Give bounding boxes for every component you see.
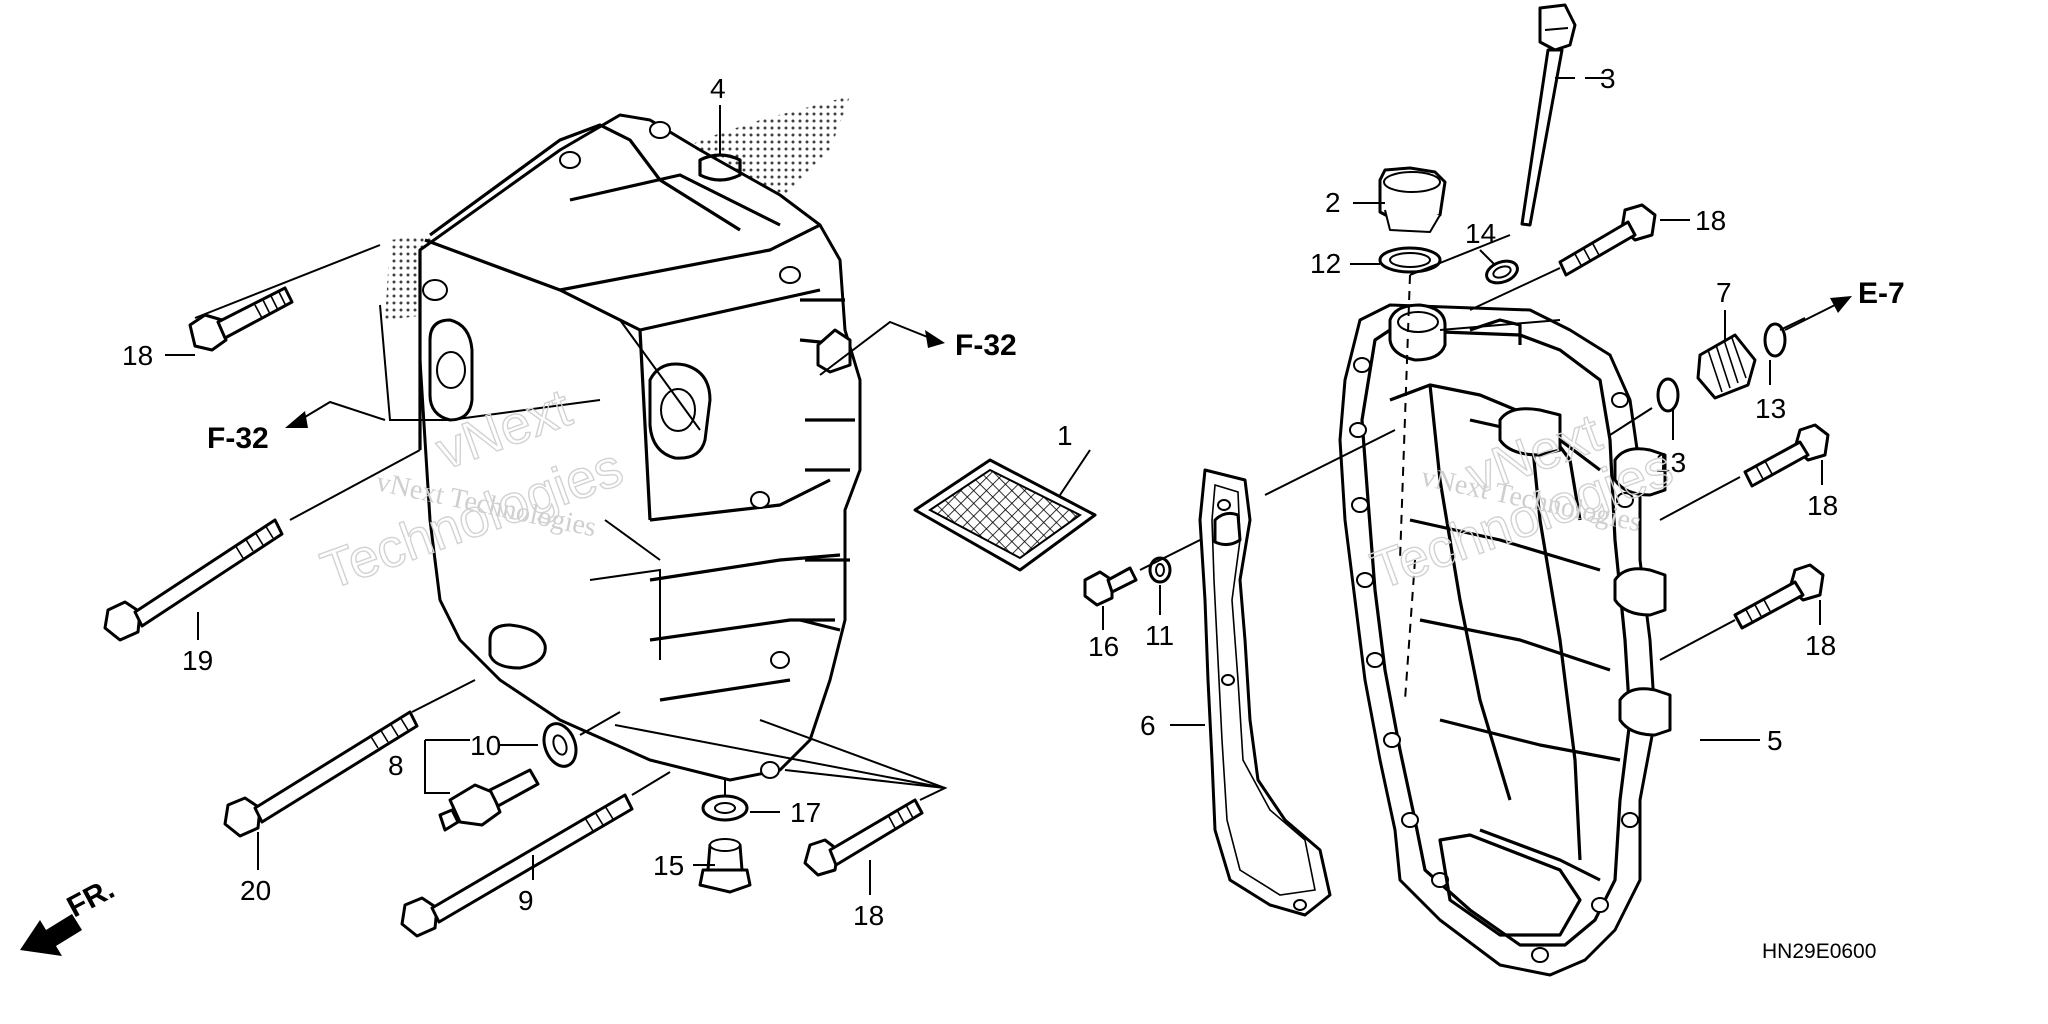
oil-case (1338, 303, 1672, 977)
collar (1213, 511, 1242, 547)
callout-13-right: 13 (1755, 393, 1786, 424)
washer-17 (701, 794, 749, 822)
callout-14: 14 (1465, 218, 1496, 249)
callout-12: 12 (1310, 248, 1341, 279)
callout-17: 17 (790, 797, 821, 828)
callout-6: 6 (1140, 710, 1156, 741)
diagram-code: HN29E0600 (1762, 940, 1876, 963)
callout-2: 2 (1325, 187, 1341, 218)
washer-10 (542, 722, 578, 768)
callout-8: 8 (388, 750, 404, 781)
reference-labels: F-32 F-32 E-7 (207, 277, 1905, 455)
ref-f32-left: F-32 (207, 422, 269, 455)
bolt-18-bottom (803, 798, 924, 877)
crankcase-cover (385, 96, 862, 782)
bolt-16 (1083, 566, 1138, 607)
gasket (1198, 468, 1332, 917)
callout-numbers: 4 1 3 2 12 14 18 7 13 13 18 18 5 6 16 11… (122, 63, 1838, 931)
drain-bolt-15 (698, 838, 752, 894)
o-ring-14 (1485, 259, 1519, 285)
ref-e7: E-7 (1858, 277, 1905, 310)
callout-9: 9 (518, 885, 534, 916)
callout-7: 7 (1716, 277, 1732, 308)
bolt-19 (103, 518, 284, 642)
dipstick (1520, 3, 1577, 227)
ref-arrows (285, 296, 1852, 428)
callout-18-bottom: 18 (853, 900, 884, 931)
leader-lines (165, 77, 1823, 895)
callout-18-right-top: 18 (1695, 205, 1726, 236)
front-direction-arrow: FR. (20, 872, 120, 956)
o-ring-13-left (1656, 377, 1680, 413)
washer-11 (1148, 556, 1172, 584)
callout-19: 19 (182, 645, 213, 676)
o-ring-12 (1378, 246, 1442, 274)
callout-5: 5 (1767, 725, 1783, 756)
callout-10: 10 (470, 730, 501, 761)
callout-18-right-low: 18 (1805, 630, 1836, 661)
callout-18-upper-left: 18 (122, 340, 153, 371)
bolt-18-upper-left (188, 286, 294, 352)
oil-sensor (438, 768, 540, 832)
callout-1: 1 (1057, 420, 1073, 451)
joint-7 (1696, 333, 1757, 400)
oil-filler-cap (1378, 166, 1447, 233)
callout-20: 20 (240, 875, 271, 906)
oil-strainer (913, 458, 1097, 572)
callout-4: 4 (710, 73, 726, 104)
bolt-18-right-low (1733, 563, 1825, 630)
bolt-18-right-top (1558, 203, 1657, 277)
callout-16: 16 (1088, 631, 1119, 662)
callout-3: 3 (1600, 63, 1616, 94)
callout-15: 15 (653, 850, 684, 881)
ref-f32-right: F-32 (955, 329, 1017, 362)
bolt-20 (223, 710, 419, 838)
bolt-9 (400, 793, 634, 938)
callout-13-left: 13 (1655, 447, 1686, 478)
callout-18-right-mid: 18 (1807, 490, 1838, 521)
o-ring-13-right (1763, 322, 1787, 358)
callout-11: 11 (1145, 620, 1174, 651)
bolt-18-right-mid (1743, 423, 1830, 488)
